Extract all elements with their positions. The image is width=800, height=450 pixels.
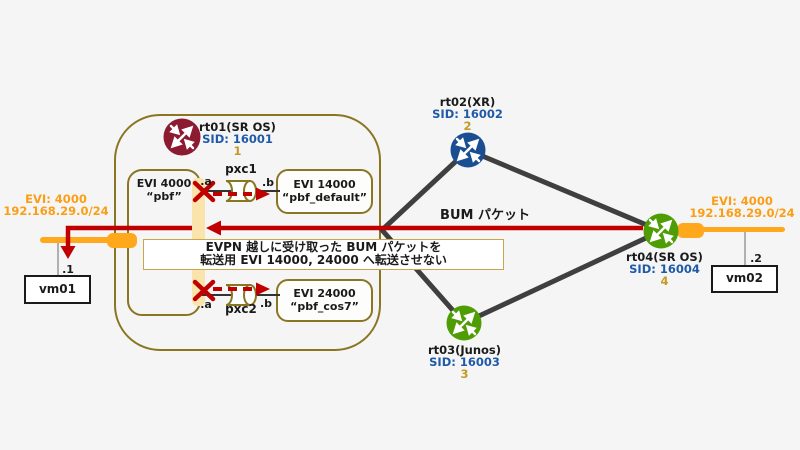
rt02-labels: rt02(XR) SID: 16002 2 bbox=[410, 96, 525, 133]
rt01-container-box bbox=[114, 114, 381, 351]
rt01-node-id: 1 bbox=[233, 144, 242, 159]
pxc1-endpoint-a-label: .a bbox=[200, 175, 212, 188]
pxc1-block-x-icon bbox=[192, 180, 216, 203]
vm02-ip-label: .2 bbox=[750, 252, 762, 265]
pxc2-endpoint-b-label: .b bbox=[259, 297, 273, 310]
annotation-line1: EVPN 越しに受け取った BUM パケットを bbox=[205, 240, 442, 254]
pxc2-endpoint-a-label: .a bbox=[200, 298, 212, 311]
vm01-box bbox=[24, 275, 91, 304]
rt03-labels: rt03(Junos) SID: 16003 3 bbox=[407, 344, 522, 381]
left-site-evi-label: EVI: 4000 192.168.29.0/24 bbox=[3, 192, 109, 218]
pxc2-flow-arrow-icon bbox=[213, 282, 270, 296]
rt01-labels: rt01(SR OS) SID: 16001 1 bbox=[180, 121, 295, 158]
rt03-node-id: 3 bbox=[460, 367, 469, 382]
bum-arrowhead-left-icon bbox=[206, 220, 221, 236]
bum-access-path bbox=[65, 225, 192, 248]
annotation-line2: 転送用 EVI 14000, 24000 へ転送させない bbox=[200, 253, 447, 267]
rt03-router-icon bbox=[446, 305, 482, 341]
rt04-node-id: 4 bbox=[660, 274, 669, 289]
pxc1-endpoint-b-label: .b bbox=[261, 176, 275, 189]
left-port-block bbox=[107, 233, 137, 248]
rt03-name: rt03(Junos) bbox=[427, 343, 502, 357]
evi-4000-label: EVI 4000 “pbf” bbox=[136, 177, 192, 203]
evi-14000-label: EVI 14000 “pbf_default” bbox=[282, 178, 367, 204]
right-lan-line bbox=[700, 227, 785, 232]
pxc1-label: pxc1 bbox=[225, 162, 257, 176]
vm01-label: vm01 bbox=[38, 282, 77, 296]
rt04-sid: SID: 16004 bbox=[629, 262, 700, 277]
evi-24000-box bbox=[276, 279, 373, 322]
core-links bbox=[379, 147, 664, 326]
bum-packet-label: BUM パケット bbox=[440, 208, 530, 223]
rt02-node-id: 2 bbox=[463, 119, 472, 134]
rt02-sid: SID: 16002 bbox=[432, 107, 503, 122]
bum-arrowhead-down-icon bbox=[60, 246, 76, 259]
vm01-ip-label: .1 bbox=[62, 263, 74, 276]
rt04-labels: rt04(SR OS) SID: 16004 4 bbox=[607, 251, 722, 288]
rt01-router-icon bbox=[163, 118, 201, 156]
rt01-sid: SID: 16001 bbox=[202, 132, 273, 147]
rt03-sid: SID: 16003 bbox=[429, 355, 500, 370]
vm02-label: vm02 bbox=[725, 271, 764, 285]
evi-24000-label: EVI 24000 “pbf_cos7” bbox=[290, 287, 359, 313]
rt01-name: rt01(SR OS) bbox=[199, 120, 276, 134]
right-port-block bbox=[677, 223, 704, 238]
pxc1-flow-arrow-icon bbox=[213, 187, 270, 201]
right-site-evi-label: EVI: 4000 192.168.29.0/24 bbox=[689, 194, 795, 220]
rt02-name: rt02(XR) bbox=[439, 95, 496, 109]
pxc2-label: pxc2 bbox=[225, 302, 257, 316]
rt02-router-icon bbox=[450, 132, 486, 168]
pxc2-block-x-icon bbox=[192, 279, 216, 302]
rt04-name: rt04(SR OS) bbox=[626, 250, 703, 264]
vm02-box bbox=[711, 265, 778, 293]
annotation-box: EVPN 越しに受け取った BUM パケットを 転送用 EVI 14000, 2… bbox=[143, 239, 504, 270]
rt04-router-icon bbox=[643, 213, 679, 249]
